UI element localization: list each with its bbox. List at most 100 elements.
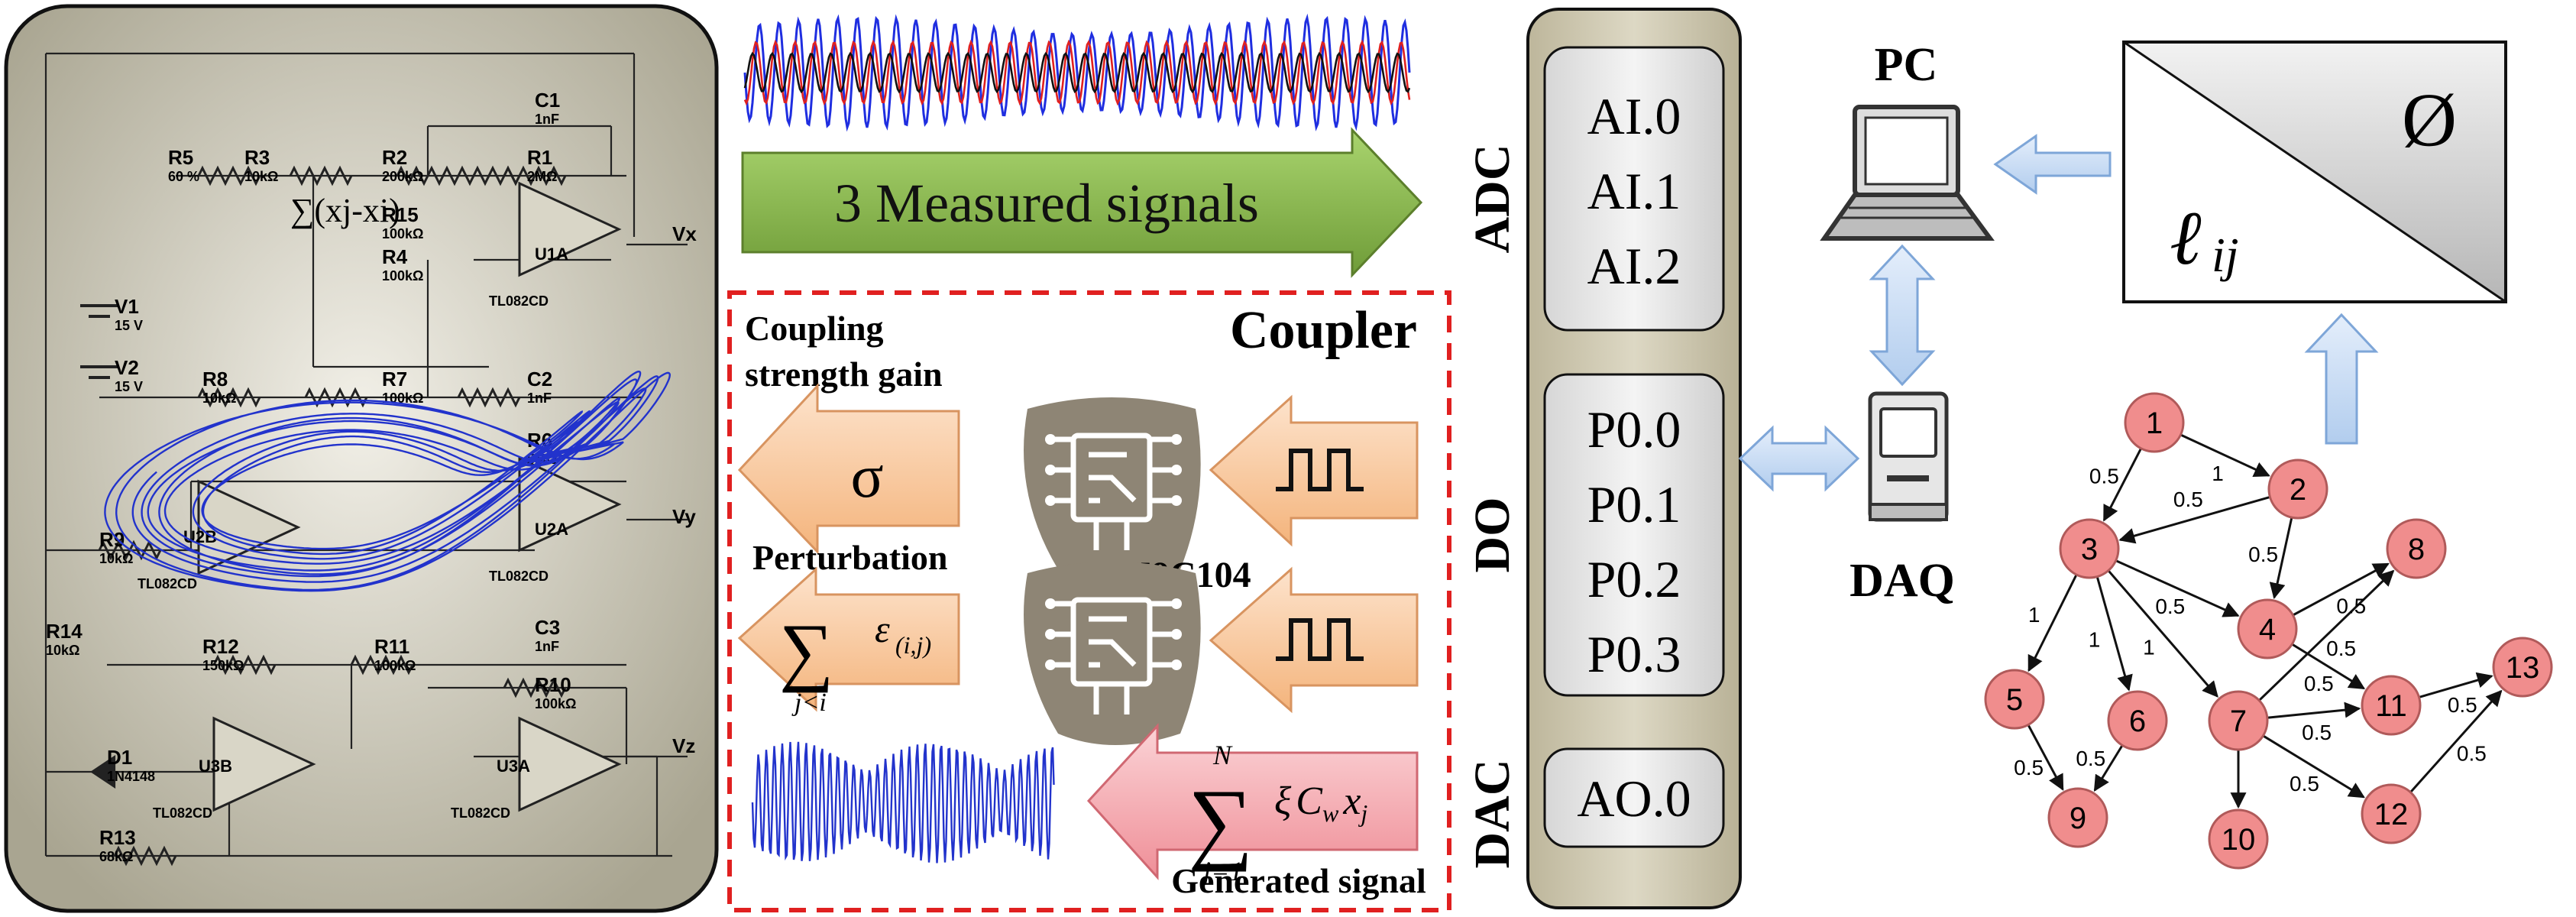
component-value: 200kΩ: [382, 169, 423, 184]
component-value: 60 %: [168, 169, 199, 184]
sum-label: ∑(xj-xi): [290, 192, 400, 229]
do-slot: [1543, 373, 1725, 697]
network-node: [2107, 690, 2168, 751]
channel-label: P0.1: [1587, 475, 1681, 533]
component-name: D1: [107, 746, 132, 769]
opamp-model: TL082CD: [451, 805, 510, 821]
epsilon-symbol: ε: [875, 608, 890, 650]
edge-weight: 0.5: [2448, 693, 2477, 717]
generated-signal-waveform: [751, 741, 1055, 864]
attractor-trajectory: [104, 370, 672, 592]
coupler-title: Coupler: [1230, 301, 1417, 360]
component-value: 15 V: [115, 318, 143, 333]
opamp-label: U3B: [199, 757, 232, 776]
output-label: Vx: [672, 222, 697, 245]
summation-symbol: ∑: [1188, 770, 1254, 872]
component-value: 2MΩ: [527, 169, 557, 184]
network-node: [1984, 669, 2045, 730]
edge-weight: 0.5: [2457, 741, 2487, 765]
coupling-gain-label-line1: Coupling: [745, 309, 884, 348]
edge-weight: 0.5: [2302, 721, 2332, 744]
network-edge: [2262, 734, 2365, 799]
summation-upper: N: [1212, 740, 1233, 770]
component-name: R14: [46, 620, 83, 643]
channel-label: P0.3: [1587, 625, 1681, 683]
component-name: R11: [374, 635, 409, 658]
component-name: C1: [535, 89, 560, 112]
channel-label: P0.2: [1587, 550, 1681, 608]
coupling-gain-label-line2: strength gain: [745, 355, 943, 394]
edge-weight: 1: [2212, 462, 2224, 485]
component-value: 10kΩ: [202, 390, 236, 406]
network-node-label: 11: [2375, 689, 2407, 723]
adc-slot: [1543, 46, 1725, 332]
output-label: Vy: [672, 505, 696, 528]
edge-weight: 1: [2089, 628, 2101, 652]
measured-signals-waveform: [743, 13, 1411, 132]
network-node-label: 2: [2290, 473, 2306, 507]
component-value: 1N4148: [107, 769, 155, 784]
summation-xi: ξ: [1274, 779, 1292, 823]
network-node: [2237, 598, 2298, 659]
pc-daq-double-arrow: [1869, 244, 1936, 387]
network-edge: [2118, 495, 2270, 544]
component-value: 10kΩ: [244, 169, 278, 184]
component-value: 100kΩ: [382, 268, 423, 284]
component-value: 100kΩ: [535, 696, 576, 711]
channel-label: AO.0: [1577, 770, 1691, 828]
component-value: 68kΩ: [99, 849, 133, 864]
pulse-arrow-bottom: [1209, 566, 1419, 714]
network-node: [2361, 783, 2422, 844]
network-edge: [2409, 689, 2503, 793]
component-name: R15: [382, 203, 419, 226]
network-edge: [2095, 576, 2133, 692]
edge-weight: 0.5: [2248, 543, 2278, 566]
network-edge: [2269, 517, 2293, 600]
pc-label: PC: [1875, 39, 1938, 91]
opamp-model: TL082CD: [489, 569, 549, 584]
edge-weight: 0.5: [2089, 465, 2119, 488]
opamp-label: U1A: [535, 245, 568, 264]
channel-label: AI.2: [1587, 237, 1681, 295]
component-name: R1: [527, 146, 552, 169]
component-value: 1nF: [527, 390, 552, 406]
network-node-label: 6: [2129, 705, 2146, 738]
epsilon-index: (i,j): [895, 631, 931, 659]
ao-channel-list: AO.0: [1577, 770, 1691, 828]
opamp-model: TL082CD: [489, 293, 549, 309]
component-value: 1nF: [535, 639, 559, 654]
opamp-label: U2A: [535, 520, 568, 539]
network-node: [2047, 787, 2108, 848]
network-node: [2386, 518, 2447, 579]
component-value: 100kΩ: [382, 226, 423, 241]
component-name: C3: [535, 616, 560, 639]
pulse-icon: [1276, 618, 1364, 661]
edge-weight: 1: [2028, 603, 2040, 627]
edge-weight: 0.5: [2076, 747, 2105, 770]
circuit-schematic: [44, 52, 688, 867]
component-name: C2: [527, 368, 552, 390]
edge-weight: 0.5: [2304, 672, 2334, 695]
network-node-label: 13: [2506, 651, 2540, 685]
board-daq-double-arrow: [1738, 425, 1860, 492]
adjacency-matrix-box: ℓ ij Ø: [2122, 41, 2507, 303]
generated-signal-label: Generated signal: [1171, 861, 1426, 900]
coupler-box: Coupler Coupling strength gain σ Perturb…: [727, 290, 1451, 912]
summation-j: j: [1358, 799, 1367, 827]
perturbation-label: Perturbation: [752, 538, 948, 577]
network-edge: [2102, 448, 2142, 522]
daq-label: DAQ: [1849, 555, 1955, 607]
component-value: 10kΩ: [99, 551, 133, 566]
summation-c: C: [1296, 779, 1323, 823]
network-edge: [2027, 724, 2064, 791]
network-node-label: 1: [2146, 407, 2163, 440]
network-node-label: 8: [2408, 533, 2425, 566]
network-node: [2208, 690, 2269, 751]
opamp-label: U3A: [497, 757, 530, 776]
measured-signals-arrow: 3 Measured signals: [741, 127, 1423, 278]
sigma-arrow: σ: [737, 383, 960, 555]
network-node: [2361, 675, 2422, 736]
component-value: 1nF: [535, 112, 559, 127]
